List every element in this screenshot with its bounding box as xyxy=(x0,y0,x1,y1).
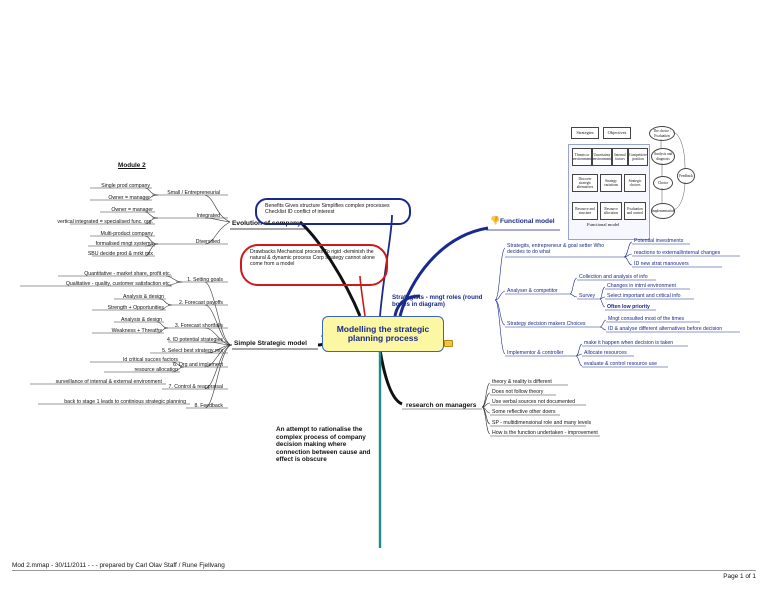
figure-box: Internal factors xyxy=(612,148,628,166)
evolution-item: vertical integrated = specialised func. … xyxy=(57,219,153,225)
model-item: Analysis & design xyxy=(123,294,164,300)
figure-box: Competitive position xyxy=(628,148,648,166)
figure-header: Objectives xyxy=(603,127,631,139)
research-item: Some reflective other doers xyxy=(492,409,556,415)
figure-caption: Functional model xyxy=(587,222,620,227)
footer-rule xyxy=(12,570,756,571)
model-item: Analysis & design xyxy=(121,317,162,323)
research-item: Use verbal sources not documented xyxy=(492,399,576,405)
branch-evolution xyxy=(298,220,362,317)
simple-model-label[interactable]: Simple Strategic model xyxy=(234,340,307,347)
model-step[interactable]: 1. Setting goals xyxy=(187,277,223,283)
central-topic[interactable]: Modelling the strategic planning process xyxy=(322,316,444,352)
model-step[interactable]: 7. Control & reappraisal xyxy=(168,384,224,390)
model-step[interactable]: 4. ID potential strategies xyxy=(167,337,223,343)
figure-box: Discover strategic alternatives xyxy=(572,174,598,192)
page-number: Page 1 of 1 xyxy=(723,573,756,580)
evolution-item: formalised mngt systems xyxy=(95,241,153,247)
figure-box: Resource and structure xyxy=(572,202,598,220)
rationalise-note[interactable]: An attempt to rationalise the complex pr… xyxy=(276,426,371,464)
role-item: ID new strat manouvers xyxy=(634,261,689,267)
role-group[interactable]: Implementor & controller xyxy=(507,350,564,356)
figure-arrows xyxy=(660,131,686,211)
role-subgroup[interactable]: Survey xyxy=(579,293,596,299)
drawbacks-bubble[interactable]: Drawbacks Mechanical process To rigid -d… xyxy=(240,244,388,286)
model-item: Id critical succes factors xyxy=(122,357,178,363)
evolution-item: Owner = manager xyxy=(108,195,150,201)
model-item: Weakness + Threaths xyxy=(111,328,162,334)
benefits-bubble[interactable]: Benefits Gives structure Simplifies comp… xyxy=(255,198,411,225)
branch-research xyxy=(378,349,403,406)
figure-box: Strategy variations xyxy=(600,174,622,192)
role-item: Potential investments xyxy=(634,238,684,244)
research-item: Does not follow theory xyxy=(492,389,544,395)
benefits-text: Benefits Gives structure Simplifies comp… xyxy=(265,203,390,215)
figure-oval: Implementation xyxy=(651,203,675,219)
figure-oval: Analysis and diagnosis xyxy=(651,148,675,165)
role-group[interactable]: Strategits, entrepreneur & goal setter W… xyxy=(507,243,605,255)
role-item: Allocate resources xyxy=(584,350,627,356)
evolution-item: SBU decide prod & mrkt mix xyxy=(87,251,153,257)
figure-box: Resource allocation xyxy=(600,202,622,220)
model-item: Qualitative - quality, customer satisfac… xyxy=(65,281,171,287)
model-item: Strength + Opportunities xyxy=(107,305,164,311)
evolution-item: Single prod company xyxy=(101,183,150,189)
evolution-small[interactable]: Small / Entrepreneurial xyxy=(167,190,220,196)
research-item: How is the function undertaken - improve… xyxy=(492,430,598,436)
evolution-diversified[interactable]: Diversified xyxy=(195,239,220,245)
model-item: surveillance of internal & external envi… xyxy=(55,379,162,385)
figure-box: Uncertainty environment xyxy=(592,148,612,166)
central-topic-label: Modelling the strategic planning process xyxy=(336,323,430,343)
model-item: Quantitative - market share, profit etc. xyxy=(84,271,171,277)
roles-label[interactable]: Strategists - mngt roles (round boxes in… xyxy=(392,294,483,308)
research-item: SP - multidimensional role and many leve… xyxy=(492,420,592,426)
functional-model-label[interactable]: Functional model xyxy=(500,218,555,225)
research-item: theory & reality is different xyxy=(492,379,552,385)
role-group[interactable]: Strategy decision makers Choices xyxy=(507,321,586,327)
figure-oval: The choice / Evaluation xyxy=(649,126,675,141)
drawbacks-text: Drawbacks Mechanical process To rigid -d… xyxy=(250,249,375,267)
role-item: ID & analyse different alternatives befo… xyxy=(608,326,723,332)
role-item: make it happen when decision is taken xyxy=(584,340,674,346)
role-item: Mngt consulted most of the times xyxy=(608,316,685,322)
branch-benefits xyxy=(379,214,393,317)
model-item: back to stage 1 leads to continious stra… xyxy=(64,399,186,405)
figure-header: Strategies xyxy=(571,127,599,139)
figure-oval: Feedback xyxy=(677,168,695,184)
role-item: Changes in intrnl environment xyxy=(607,283,676,289)
research-label[interactable]: research on managers xyxy=(406,402,477,409)
model-step[interactable]: 6. Org and implement xyxy=(173,362,223,368)
figure-box: Strategic choices xyxy=(624,174,646,192)
branch-functional xyxy=(398,226,489,317)
branch-drawbacks xyxy=(359,275,366,317)
role-item: Often low priority xyxy=(607,304,650,310)
model-step[interactable]: 2. Forecast payoffs xyxy=(178,300,223,306)
role-item: reactions to external/internal changes xyxy=(634,250,721,256)
model-step[interactable]: 5. Select best strategy mix xyxy=(162,348,223,354)
module-title: Module 2 xyxy=(118,162,146,169)
thumb-down-icon: 👎 xyxy=(490,216,500,225)
model-step[interactable]: 8. Feedback xyxy=(194,403,223,409)
figure-box: Threats to environment xyxy=(572,148,592,166)
functional-model-figure: Strategies Objectives The choice / Evalu… xyxy=(565,118,695,300)
model-step[interactable]: 3. Forecast shortfalls xyxy=(174,323,223,329)
evolution-integrated[interactable]: Integrated xyxy=(196,213,220,219)
evolution-item: Multi-product company xyxy=(100,231,153,237)
model-item: resource allocation xyxy=(134,367,178,373)
note-icon[interactable] xyxy=(444,340,453,347)
figure-oval: Choice xyxy=(653,176,673,190)
footer-info: Mod 2.mmap - 30/11/2011 - - - prepared b… xyxy=(12,562,225,569)
role-item: evaluate & control resource use xyxy=(584,361,657,367)
role-item: Select important and critical info xyxy=(607,293,681,299)
figure-box: Evaluation and control xyxy=(624,202,646,220)
role-group[interactable]: Analyser & competitor xyxy=(507,288,558,294)
evolution-item: Owner = manager xyxy=(111,207,153,213)
role-item: Collection and analysis of info xyxy=(579,274,648,280)
